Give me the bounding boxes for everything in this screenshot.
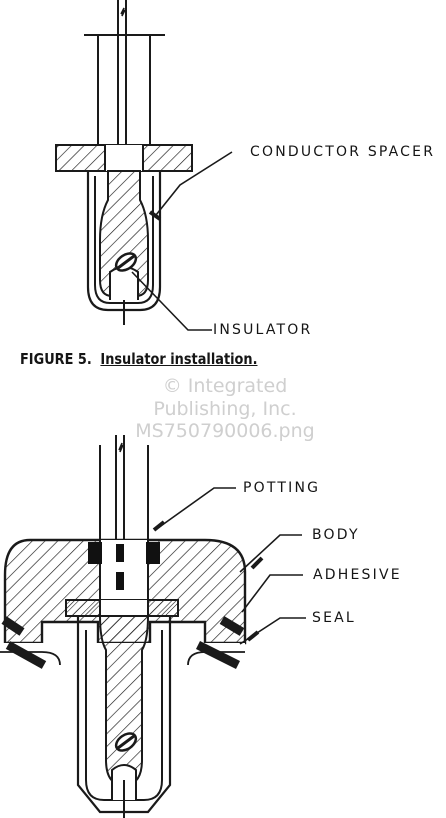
- label-conductor-spacer: CONDUCTOR SPACER: [250, 144, 436, 160]
- figure-5-contact: [55, 0, 233, 331]
- label-adhesive: ADHESIVE: [313, 567, 402, 583]
- label-insulator: INSULATOR: [213, 322, 313, 338]
- figure-caption: FIGURE 5. Insulator installation.: [20, 352, 257, 367]
- potting-block: [88, 542, 102, 564]
- label-seal: SEAL: [312, 610, 356, 626]
- caption-prefix: FIGURE 5.: [20, 350, 92, 368]
- watermark-line-2: Publishing, Inc.: [153, 398, 297, 420]
- watermark-line-1: © Integrated: [162, 375, 288, 397]
- seal-right: [195, 640, 241, 670]
- label-body: BODY: [312, 527, 360, 543]
- label-potting: POTTING: [243, 480, 321, 496]
- figure-6-connector: [0, 435, 306, 818]
- seal-left: [5, 641, 47, 669]
- caption-title: Insulator installation.: [100, 350, 258, 368]
- watermark-line-3: MS750790006.png: [135, 420, 315, 442]
